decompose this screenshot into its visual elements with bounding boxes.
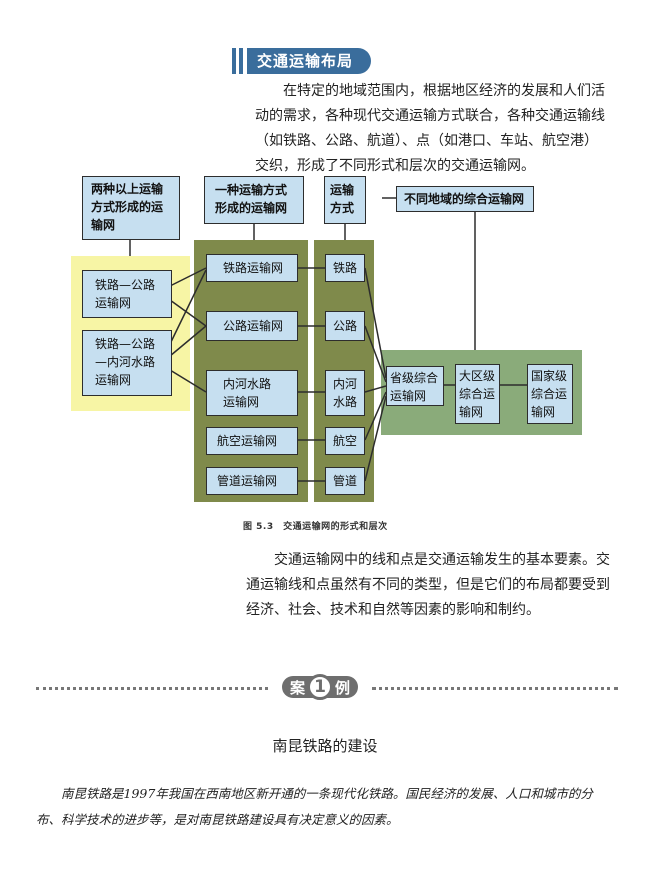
mode-pipeline: 管道	[325, 467, 365, 495]
network-label: 内河水路	[223, 377, 272, 391]
level-label: 输网	[531, 405, 556, 419]
combined-network-rail-road-river: 铁路—公路 —内河水路 运输网	[82, 330, 172, 396]
network-label: 运输网	[223, 395, 260, 409]
network-inland-waterway: 内河水路 运输网	[206, 370, 298, 416]
level-label: 省级综合	[390, 371, 439, 385]
combined-label: 运输网	[95, 373, 132, 387]
level-label: 输网	[459, 405, 484, 419]
mode-aviation: 航空	[325, 427, 365, 455]
divider-right	[372, 687, 618, 690]
level-label: 大区级	[459, 369, 496, 383]
case-badge: 案 1 例	[268, 674, 372, 700]
combined-label: 铁路—公路	[95, 337, 156, 351]
mode-inland-waterway: 内河 水路	[325, 370, 365, 416]
header-single-mode: 一种运输方式 形成的运输网	[204, 176, 304, 224]
header-bars-icon	[232, 48, 243, 74]
network-label: 铁路运输网	[223, 261, 284, 275]
header-multi-line2: 方式形成的运	[91, 200, 164, 214]
mode-label: 公路	[333, 319, 358, 333]
level-label: 综合运	[459, 387, 496, 401]
network-pipeline: 管道运输网	[206, 467, 298, 495]
section-title: 交通运输布局	[247, 48, 372, 74]
mode-label: 铁路	[333, 261, 358, 275]
mode-highway: 公路	[325, 311, 365, 341]
mode-railway: 铁路	[325, 254, 365, 282]
combined-label: 铁路—公路	[95, 278, 156, 292]
header-single-line1: 一种运输方式	[215, 183, 288, 197]
network-label: 航空运输网	[217, 434, 278, 448]
combined-label: —内河水路	[95, 355, 156, 369]
body-paragraph: 交通运输网中的线和点是交通运输发生的基本要素。交通运输线和点虽然有不同的类型，但…	[246, 552, 610, 618]
network-label: 管道运输网	[217, 474, 278, 488]
network-aviation: 航空运输网	[206, 427, 298, 455]
network-label: 公路运输网	[223, 319, 284, 333]
case-number: 1	[307, 674, 333, 700]
header-regional-label: 不同地域的综合运输网	[404, 192, 525, 206]
level-label: 运输网	[390, 389, 427, 403]
level-regional: 大区级 综合运 输网	[455, 364, 500, 424]
case-left-label: 案	[289, 678, 305, 697]
level-label: 综合运	[531, 387, 568, 401]
header-mode-line1: 运输	[330, 183, 355, 197]
intro-paragraph: 在特定的地域范围内，根据地区经济的发展和人们活动的需求，各种现代交通运输方式联合…	[255, 83, 605, 174]
header-single-line2: 形成的运输网	[215, 201, 288, 215]
level-provincial: 省级综合 运输网	[386, 366, 444, 406]
combined-label: 运输网	[95, 296, 132, 310]
header-transport-mode: 运输 方式	[324, 176, 366, 224]
divider-left	[36, 687, 268, 690]
level-national: 国家级 综合运 输网	[527, 364, 573, 424]
case-pill: 案 1 例	[281, 674, 359, 700]
header-mode-line2: 方式	[330, 201, 355, 215]
combined-network-rail-road: 铁路—公路 运输网	[82, 270, 172, 318]
section-header: 交通运输布局	[232, 48, 372, 74]
case-paragraph: 南昆铁路是1997年我国在西南地区新开通的一条现代化铁路。国民经济的发展、人口和…	[36, 786, 593, 827]
header-multi-mode: 两种以上运输 方式形成的运 输网	[82, 176, 180, 240]
case-title: 南昆铁路的建设	[272, 737, 378, 755]
mode-label: 管道	[333, 474, 358, 488]
header-regional: 不同地域的综合运输网	[396, 186, 534, 212]
network-highway: 公路运输网	[206, 311, 298, 341]
mode-label: 航空	[333, 434, 358, 448]
case-right-label: 例	[335, 678, 351, 697]
mode-label: 水路	[333, 395, 358, 409]
mode-label: 内河	[333, 377, 358, 391]
level-label: 国家级	[531, 369, 568, 383]
network-railway: 铁路运输网	[206, 254, 298, 282]
header-multi-line3: 输网	[91, 218, 116, 232]
figure-caption: 图 5.3 交通运输网的形式和层次	[243, 522, 388, 532]
header-multi-line1: 两种以上运输	[91, 182, 164, 196]
